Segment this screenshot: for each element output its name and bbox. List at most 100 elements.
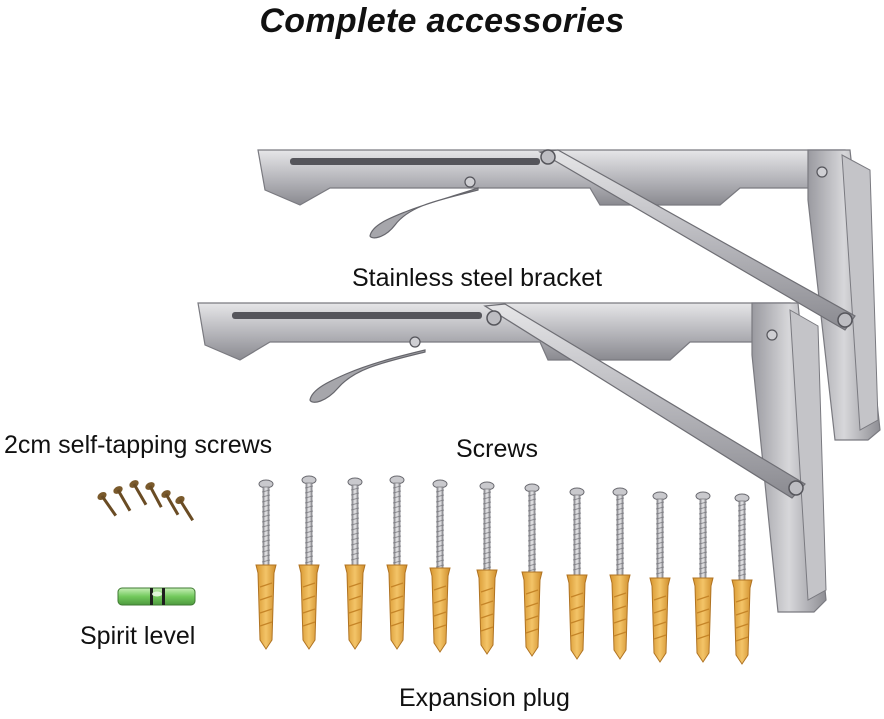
screw-thread [527,518,537,522]
screw-thread [615,542,625,546]
screw-thread [261,499,271,503]
screw-thread [527,498,537,502]
screw-thread [655,566,665,570]
label-spirit-level: Spirit level [80,622,196,650]
screw-thread [482,501,492,505]
screw-thread [482,521,492,525]
screw-with-plug [298,475,320,650]
screw-thread [350,532,360,536]
expansion-plug [429,567,451,653]
screw-thread [655,546,665,550]
screw-thread [392,500,402,504]
screw-thread [482,496,492,500]
screw-thread [261,519,271,523]
screw-thread [655,506,665,510]
screw-with-plug [692,491,714,663]
expansion-plug [298,564,320,650]
plug-rib [348,621,362,627]
screw-thread [572,562,582,566]
screw-thread [527,533,537,537]
screw-thread [482,491,492,495]
plug-rib [433,624,447,630]
plug-rib [390,582,404,588]
screw-thread [304,545,314,549]
screw-thread [435,504,445,508]
screw-thread [392,560,402,564]
screw-thread [615,557,625,561]
screw-thread [350,487,360,491]
screw-thread [737,548,747,552]
screw-thread [482,526,492,530]
screw-thread [304,550,314,554]
screw-thread [261,544,271,548]
screw-thread [392,490,402,494]
screw-thread [435,514,445,518]
plug-rib [735,623,749,629]
screw-thread [698,541,708,545]
screw-thread [392,545,402,549]
expansion-plug [566,574,588,660]
screw-shaft [738,500,746,582]
screw-thread [482,546,492,550]
screw-shaft [699,498,707,580]
screw-thread [435,494,445,498]
screw-thread [572,537,582,541]
screw-thread [527,543,537,547]
screw-thread [655,531,665,535]
screw-thread [350,492,360,496]
screw-thread [572,547,582,551]
screw-thread [435,559,445,563]
plug-rib [653,595,667,601]
screw-thread [737,518,747,522]
plug-rib [348,595,362,601]
screw-thread [482,516,492,520]
plug-rib [570,618,584,624]
screw-thread [261,509,271,513]
plug-rib [525,602,539,608]
screw-with-plug [566,487,588,660]
screw-thread [350,517,360,521]
screw-thread [572,512,582,516]
screw-thread [304,485,314,489]
screw-with-plug [731,493,753,665]
screw-thread [698,526,708,530]
screw-thread [655,571,665,575]
plug-rib [735,610,749,616]
screw-thread [482,536,492,540]
screw-thread [261,529,271,533]
screw-thread [737,523,747,527]
label-expansion-plug: Expansion plug [399,684,570,712]
plug-rib [480,613,494,619]
screw-shaft [393,482,401,567]
plug-rib [390,621,404,627]
screw-thread [304,495,314,499]
plug-rib [348,608,362,614]
screw-thread [527,558,537,562]
plug-rib [696,608,710,614]
screw-thread [482,561,492,565]
plug-rib [433,598,447,604]
screw-thread [615,502,625,506]
screw-thread [698,511,708,515]
screw-thread [572,557,582,561]
screw-thread [655,526,665,530]
screw-with-plug [649,491,671,663]
screw-thread [261,549,271,553]
screw-thread [350,537,360,541]
plug-rib [390,595,404,601]
label-self-tapping-screws: 2cm self-tapping screws [4,431,273,459]
screw-thread [261,554,271,558]
screw-thread [615,552,625,556]
screw-thread [737,553,747,557]
screw-thread [435,544,445,548]
plug-rib [259,621,273,627]
screw-thread [698,531,708,535]
screw-thread [304,500,314,504]
plug-rib [390,608,404,614]
screw-thread [737,573,747,577]
screw-thread [655,521,665,525]
screw-thread [527,503,537,507]
screw-thread [392,505,402,509]
